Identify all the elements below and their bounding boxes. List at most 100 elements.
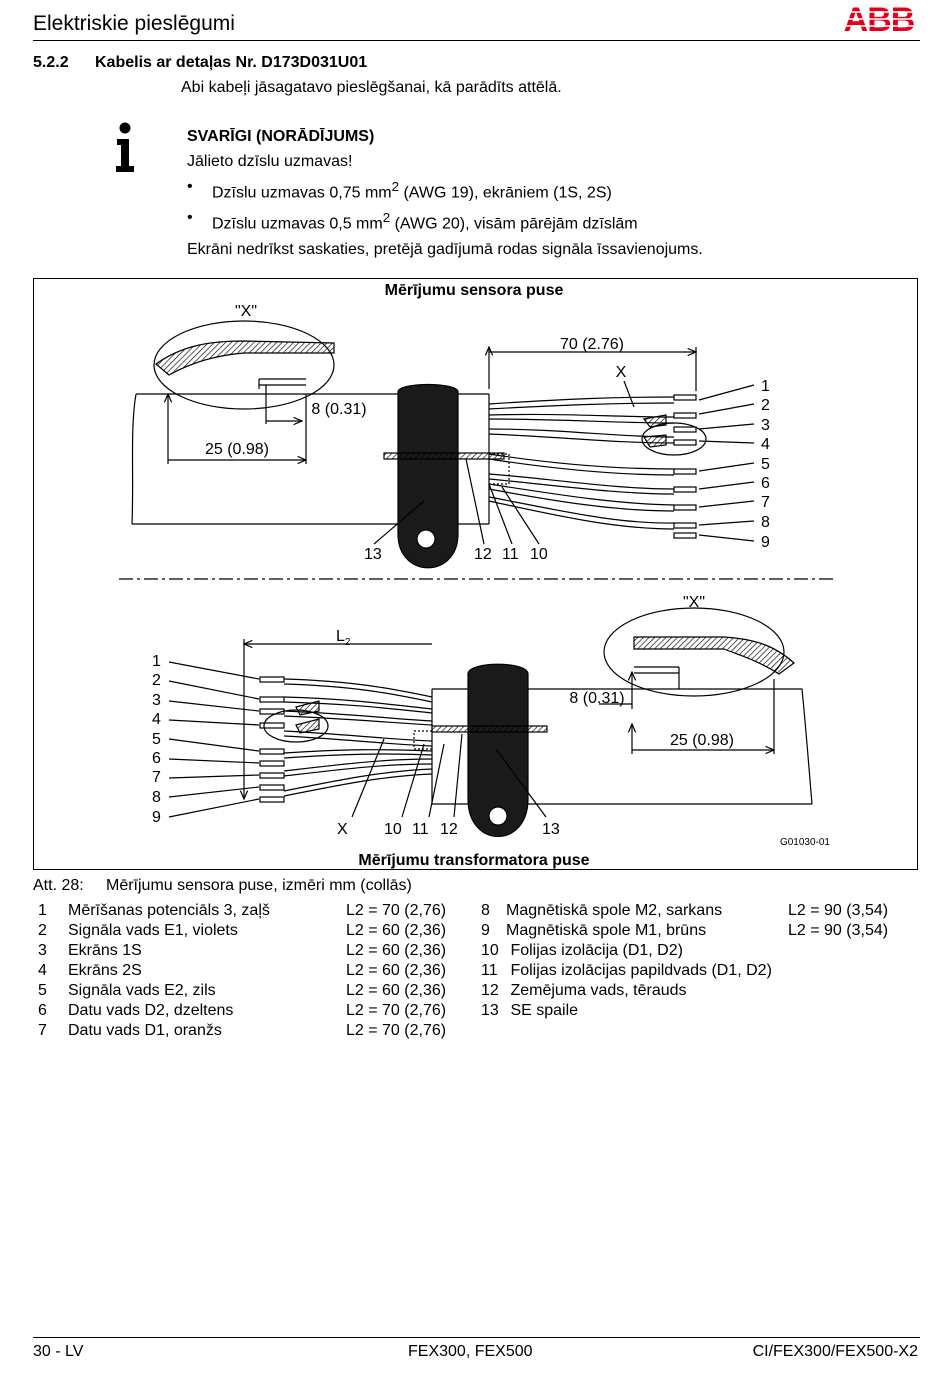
top-wire-numbers: 1 2 3 4 5 6 7 8 9 [761, 378, 770, 551]
dim-70: 70 (2.76) [560, 336, 624, 353]
bullet-text: Dzīslu uzmavas 0,75 mm2 (AWG 19), ekrāni… [212, 179, 612, 202]
cable-drawing: Mērījumu sensora puse "X" 8 (0.31) 25 (0… [119, 282, 834, 869]
ground-bar-top [383, 452, 505, 460]
svg-text:4: 4 [761, 436, 770, 453]
svg-text:10: 10 [530, 546, 548, 563]
section-number: 5.2.2 [33, 54, 69, 71]
svg-text:11: 11 [502, 546, 519, 563]
caption-text: Mērījumu sensora puse, izmēri mm (collās… [106, 877, 412, 894]
svg-text:8: 8 [761, 514, 770, 531]
svg-text:9: 9 [761, 534, 770, 551]
bottom-ferrules [259, 676, 285, 803]
svg-text:7: 7 [152, 769, 161, 786]
part-labels-top: 13 12 11 10 [364, 546, 548, 563]
bottom-shield-hatch [295, 700, 320, 734]
detail-circle-bottom [603, 607, 785, 697]
top-ferrules [673, 394, 697, 539]
detail-circle-x-top [641, 422, 707, 456]
svg-text:5: 5 [761, 456, 770, 473]
note-bullet: • Dzīslu uzmavas 0,75 mm2 (AWG 19), ekrā… [187, 174, 703, 205]
legend-row: 11 Folijas izolācijas papildvads (D1, D2… [481, 962, 772, 979]
svg-text:7: 7 [761, 494, 770, 511]
bottom-wires [283, 678, 433, 797]
part-labels-bottom: X 10 11 12 13 [337, 821, 560, 838]
footer-rule [33, 1337, 920, 1338]
detail-core-bottom [634, 666, 680, 689]
footer-doc-id: CI/FEX300/FEX500-X2 [752, 1343, 918, 1360]
dim-25-bottom: 25 (0.98) [670, 732, 734, 749]
svg-text:8: 8 [152, 789, 161, 806]
dim-line-8-bottom [599, 672, 632, 709]
detail-circle-x-bottom [263, 709, 329, 743]
note-bullet: • Dzīslu uzmavas 0,5 mm2 (AWG 20), visām… [187, 205, 703, 236]
dim-line-25-bottom [632, 679, 774, 754]
note-warning-line: Ekrāni nedrīkst saskaties, pretējā gadīj… [187, 240, 703, 258]
svg-text:3: 3 [152, 692, 161, 709]
top-shield-hatch [642, 414, 667, 448]
l2-label: L2 [336, 628, 351, 648]
bullet-dot: • [187, 178, 193, 195]
se-terminal-hole-bottom [488, 806, 508, 826]
footer-product: FEX300, FEX500 [408, 1343, 533, 1360]
bottom-wire-numbers: 1 2 3 4 5 6 7 8 9 [152, 653, 161, 826]
svg-text:X: X [337, 821, 348, 838]
svg-text:1: 1 [761, 378, 770, 395]
detail-cable-hatch-bottom [633, 636, 795, 675]
note-line: Jālieto dzīslu uzmavas! [187, 153, 353, 170]
caption-label: Att. 28: [33, 877, 84, 894]
svg-text:13: 13 [364, 546, 382, 563]
se-terminal-top [397, 383, 459, 569]
dim-line-70 [489, 347, 696, 391]
legend-row: 12 Zemējuma vads, tērauds [481, 982, 687, 999]
svg-text:12: 12 [440, 821, 458, 838]
section-intro: Abi kabeļi jāsagatavo pieslēgšanai, kā p… [181, 79, 562, 96]
svg-text:6: 6 [152, 750, 161, 767]
svg-text:13: 13 [542, 821, 560, 838]
svg-text:11: 11 [412, 821, 429, 838]
detail-label-top: "X" [235, 303, 257, 320]
svg-text:2: 2 [152, 672, 161, 689]
top-wires [488, 396, 675, 530]
svg-text:2: 2 [761, 397, 770, 414]
ground-bar-bottom [431, 725, 548, 733]
abb-logo: ABB [838, 2, 920, 36]
dim-25-top: 25 (0.98) [205, 441, 269, 458]
bottom-title: Mērījumu transformatora puse [358, 852, 589, 869]
bottom-wire-number-leaders [168, 661, 260, 818]
x-label-top: X [616, 364, 627, 381]
cable-figure: Mērījumu sensora puse "X" 8 (0.31) 25 (0… [33, 278, 918, 870]
detail-cable-hatch-top [155, 340, 335, 376]
legend-row: 13 SE spaile [481, 1002, 579, 1019]
svg-text:12: 12 [474, 546, 492, 563]
bullet-dot: • [187, 209, 193, 227]
info-icon [116, 122, 134, 172]
svg-text:9: 9 [152, 809, 161, 826]
l2-dim [244, 639, 432, 799]
svg-text:3: 3 [761, 417, 770, 434]
svg-text:4: 4 [152, 711, 161, 728]
dim-8-bottom: 8 (0.31) [569, 690, 624, 707]
part-leaders-bottom [351, 733, 547, 818]
top-title: Mērījumu sensora puse [385, 282, 564, 299]
svg-text:10: 10 [384, 821, 402, 838]
svg-text:6: 6 [761, 475, 770, 492]
footer-page-number: 30 - LV [33, 1343, 84, 1360]
figure-caption: Att. 28: Mērījumu sensora puse, izmēri mm… [33, 877, 412, 895]
page-header-title: Elektriskie pieslēgumi [33, 12, 235, 35]
svg-text:1: 1 [152, 653, 161, 670]
bullet-text: Dzīslu uzmavas 0,5 mm2 (AWG 20), visām p… [212, 210, 638, 233]
dim-line-25-top [168, 394, 306, 464]
dim-8-top: 8 (0.31) [311, 401, 366, 418]
section-title: Kabelis ar detaļas Nr. D173D031U01 [95, 54, 368, 71]
top-wire-number-leaders [698, 384, 755, 542]
